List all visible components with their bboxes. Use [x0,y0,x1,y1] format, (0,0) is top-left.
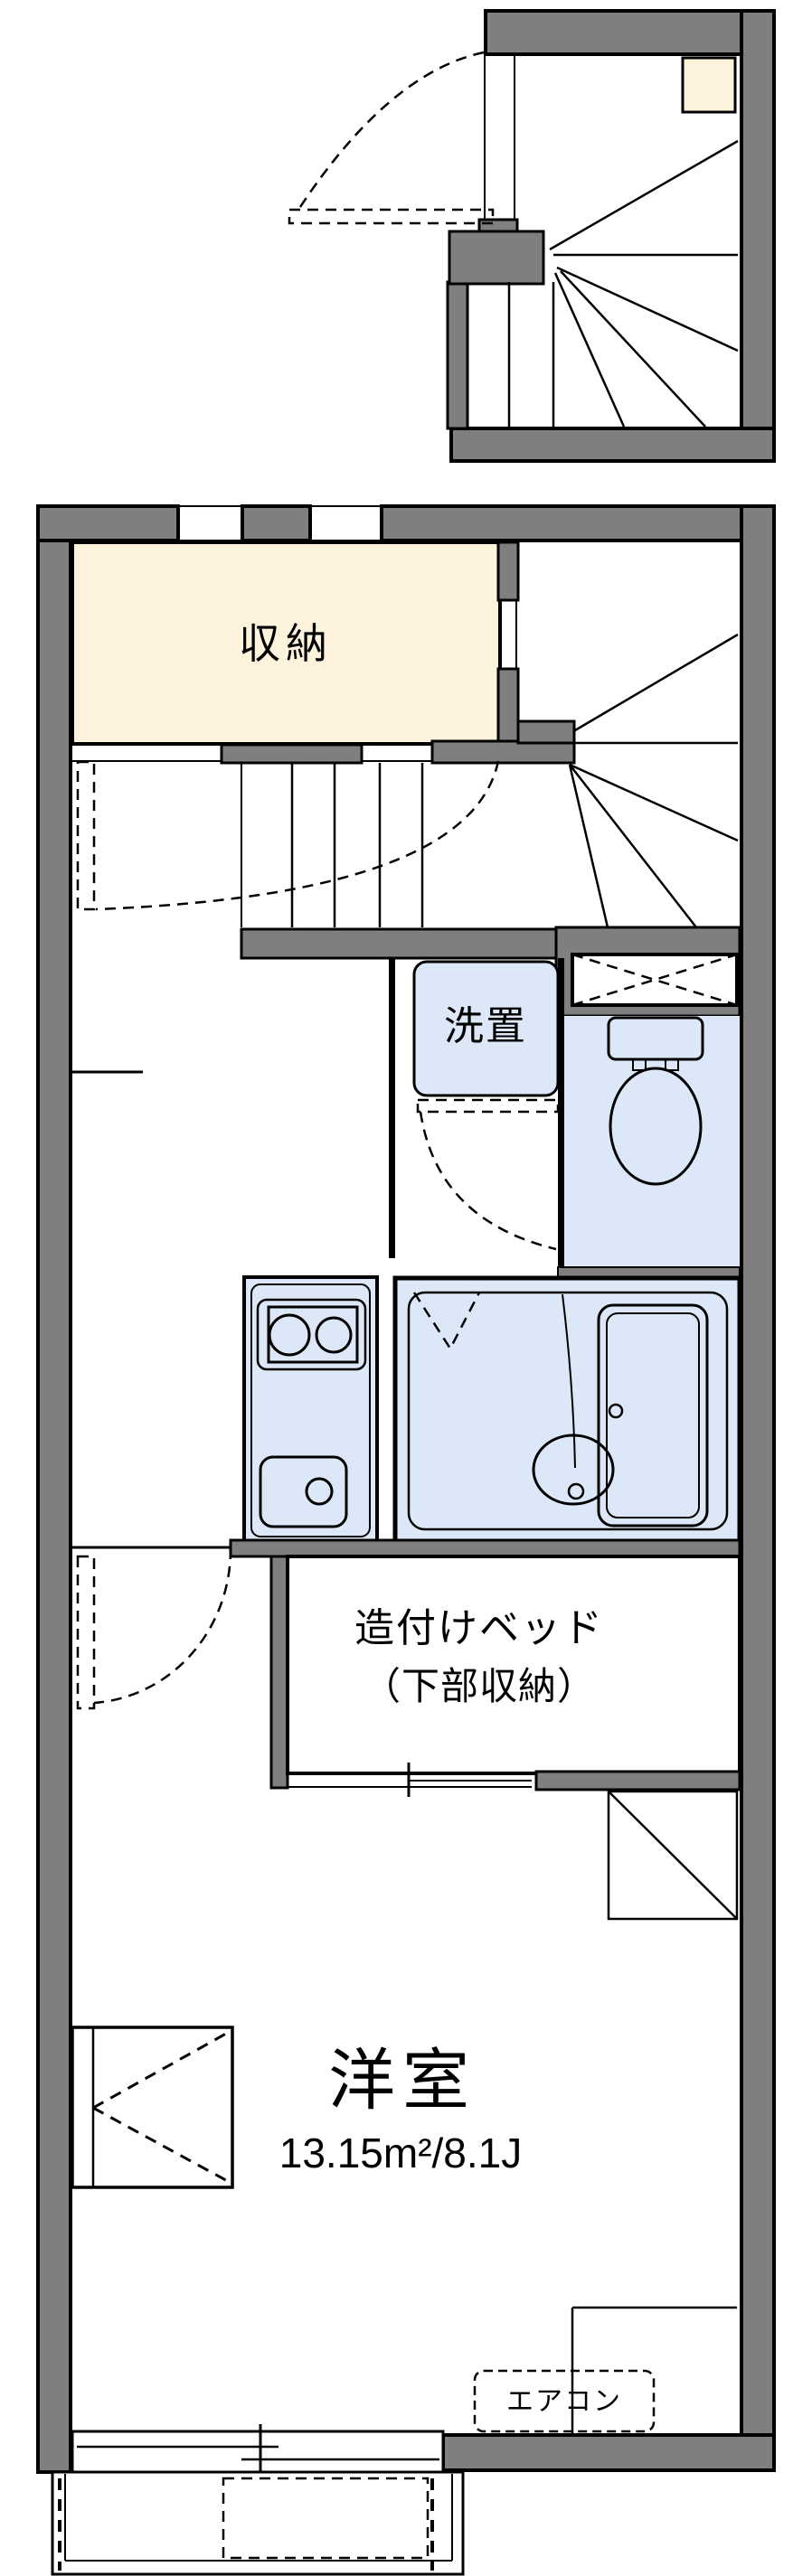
wall-window-box [71,2026,234,2189]
partition-curve [562,1293,576,1469]
air-conditioner-box [473,2369,656,2433]
bathroom-outline [392,1275,742,1545]
toilet-bowl [609,1067,703,1186]
entrance-porch [51,2470,465,2576]
toilet-floor [564,1016,740,1267]
wall-segment [446,280,469,430]
bottom-wall [441,2433,776,2472]
stair-winder-line [549,139,739,251]
wall-pillar [448,230,545,286]
door-swing-arc [297,51,485,211]
bathtub-drain [608,1403,624,1419]
wall-segment [449,427,776,463]
bed-storage-label: （下部収納） [362,1664,597,1707]
wall-segment [496,541,520,602]
wall-foot [516,719,576,745]
hall-closet-door [76,760,500,911]
burner-left [268,1313,311,1357]
folding-door-dashed [412,1292,481,1351]
storage-label: 収納 [239,619,333,667]
washbasin [532,1434,615,1506]
bathtub [597,1303,709,1528]
wall-segment [220,743,364,765]
overhead-cabinet-cross [571,953,738,1007]
refrigerator-space [607,1790,739,1921]
door-leaf-dashed [76,760,96,911]
room-entry-door [76,1547,232,1710]
built-in-bed-area [72,1538,741,1921]
wall-segment [269,1555,289,1790]
kitchen-sink [259,1455,348,1528]
upper-stair-block [288,9,776,463]
toilet-hinge [665,1058,679,1071]
stair-winder-line [569,764,697,928]
sliding-window-frame [71,2430,445,2476]
door-swing-arc [95,760,500,911]
washing-machine-space [412,960,560,1097]
bottom-window [71,2424,445,2484]
storage-area [71,541,502,746]
wall-segment [484,9,776,56]
door-swing-arc [93,1547,232,1705]
western-room-features [71,2026,737,2433]
main-walls [36,504,776,2474]
right-wall [740,504,776,2472]
top-wall-segment [36,504,180,542]
left-wall [36,504,72,2474]
toilet-room [557,1016,741,1279]
thin-wall [389,958,395,1258]
door-swing-arc [419,1111,557,1251]
door-leaf-dashed [288,208,495,225]
stair-winder-line [574,633,739,732]
wall-window-dash [92,2028,233,2110]
stair-winder-line [560,270,706,428]
kitchen-counter [250,1283,371,1537]
door-leaf-dashed [76,1555,96,1710]
door-leaf-dashed [416,1098,560,1114]
air-conditioner-label: エアコン [506,2386,622,2417]
storage-room [71,541,576,765]
bathtub-inner [606,1312,700,1518]
wall-segment [740,9,776,463]
refrigerator-diagonal [608,1791,738,1920]
sink-drain [305,1477,334,1506]
stair-winder-line [553,272,626,428]
wall-segment [229,1538,741,1558]
wall-window-dash [92,2106,233,2186]
washer-place-label: 洗置 [444,1003,527,1048]
thin-wall [558,958,564,1269]
top-wall-segment [380,504,776,542]
wall-foot [430,739,576,765]
top-wall-segment [241,504,312,542]
stair-winder-line [569,763,739,842]
western-room-size-label: 13.15m²/8.1J [279,2129,523,2176]
overhead-cabinet-cross [571,953,738,1007]
bathroom-floor [407,1291,729,1531]
built-in-bed-label: 造付けベッド [354,1605,604,1650]
porch-dashed-area [222,2477,430,2560]
stair-winder-line [568,764,609,928]
burner-right [315,1316,353,1354]
kitchen-unit [242,1275,379,1546]
stove-frame [256,1298,367,1371]
bathroom [392,1275,742,1545]
toilet-hinge [632,1058,647,1071]
washbasin-drain [567,1482,585,1500]
wall-segment [496,667,520,747]
bed-area [286,1555,741,1775]
upper-closet-box [681,56,737,114]
stair-winder-line [556,266,739,353]
toilet-tank [607,1016,704,1061]
wall-segment [534,1770,741,1791]
western-room-label: 洋室 [328,2043,477,2119]
